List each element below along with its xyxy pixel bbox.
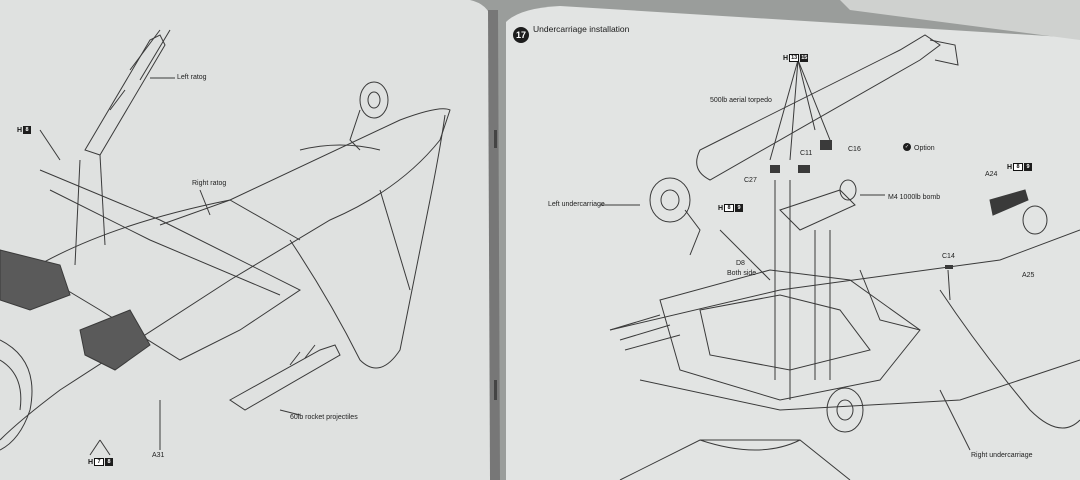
label-left-undercarriage: Left undercarriage: [548, 201, 605, 208]
page-corner-shadow: [840, 0, 1080, 40]
label-aerial-torpedo: 500lb aerial torpedo: [710, 97, 772, 104]
h-badge-left-top: H 8: [17, 126, 32, 134]
label-c11: C11: [800, 150, 813, 157]
label-c27: C27: [744, 177, 757, 184]
left-page: [0, 0, 494, 480]
left-aircraft-drawing: [0, 29, 451, 456]
step-title: Undercarriage installation: [533, 24, 630, 34]
small-parts: [770, 140, 953, 269]
label-bomb: M4 1000lb bomb: [888, 194, 941, 201]
h-badge-a24: H 8 9: [1007, 163, 1033, 171]
right-aircraft-drawing: [600, 34, 1080, 480]
label-a24: A24: [985, 171, 998, 178]
option-icon: ✓: [903, 143, 911, 151]
h-badge-left-bottom: H 7 8: [88, 458, 114, 466]
label-right-undercarriage: Right undercarriage: [971, 452, 1033, 459]
center-gutter: [488, 10, 500, 480]
label-c14: C14: [942, 253, 955, 260]
label-a31: A31: [152, 452, 165, 459]
h-badge-d8: H 8 9: [718, 204, 744, 212]
step-number-badge: 17: [513, 27, 529, 43]
right-page: [506, 6, 1080, 480]
label-rocket-projectiles: 60lb rocket projectiles: [290, 414, 358, 421]
label-c16: C16: [848, 146, 861, 153]
label-d8: D8: [736, 260, 745, 267]
binding-staple-bottom: [494, 380, 497, 400]
label-option: Option: [914, 145, 935, 152]
label-left-ratog: Left ratog: [177, 74, 207, 81]
label-both-side: Both side: [727, 270, 757, 277]
label-right-ratog: Right ratog: [192, 180, 227, 187]
h-badge-torpedo: H 13 15: [783, 54, 809, 62]
label-a25: A25: [1022, 272, 1035, 279]
binding-staple-top: [494, 130, 497, 148]
